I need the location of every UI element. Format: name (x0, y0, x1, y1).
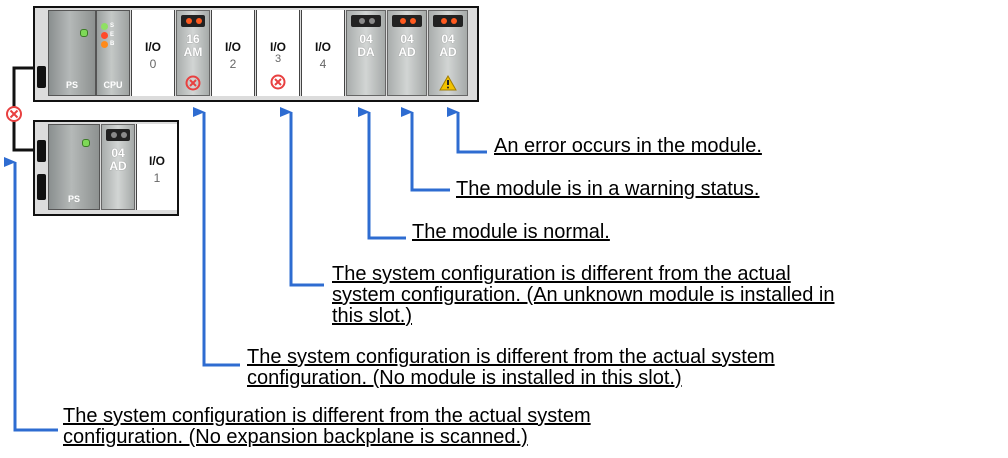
slot-2-num: 2 (229, 57, 237, 71)
slot-0-io: I/O (144, 40, 161, 54)
arrow-error (447, 107, 487, 154)
cpu-led-b-label: B (110, 41, 115, 47)
status-led-bar (181, 15, 205, 27)
callout-no-backplane: The system configuration is different fr… (63, 406, 591, 448)
error-x-icon (6, 106, 22, 122)
slot-6-code2: AD (398, 45, 416, 59)
cpu-led-e-label: E (110, 32, 115, 38)
error-x-icon (185, 75, 201, 91)
cpu-led-s (101, 23, 108, 30)
callout-error: An error occurs in the module. (494, 135, 762, 157)
callout-no-backplane-line-2: configuration. (No expansion backplane i… (63, 426, 528, 448)
expansion-slot-0-module[interactable]: 04 AD (101, 124, 135, 210)
power-supply-module[interactable]: PS (48, 10, 96, 96)
expansion-slot-1[interactable]: I/O 1 (136, 124, 177, 210)
status-led-bar (433, 15, 463, 27)
callout-unknown-module-line-1: The system configuration is different fr… (332, 263, 791, 285)
slot-3-io: I/O (269, 40, 286, 54)
slot-0[interactable]: I/O 0 (131, 10, 175, 96)
arrow-no-backplane (4, 157, 58, 432)
callout-normal: The module is normal. (412, 221, 610, 243)
expansion-power-supply[interactable]: PS (48, 124, 100, 210)
status-led-bar (106, 129, 130, 141)
slot-6-module[interactable]: 04 AD (387, 10, 427, 96)
slot-7-code2: AD (439, 45, 457, 59)
power-led (82, 139, 90, 147)
callout-warning: The module is in a warning status. (456, 178, 760, 200)
slot-5-code2: DA (357, 45, 375, 59)
status-led-bar (392, 15, 422, 27)
warning-icon (439, 75, 457, 91)
slot-3-num: 3 (274, 53, 282, 65)
cpu-led-s-label: S (110, 23, 115, 29)
power-led (80, 29, 88, 37)
rack-connector (37, 140, 46, 162)
slot-2-io: I/O (224, 40, 241, 54)
expansion-ps-label: PS (67, 194, 80, 204)
slot-1-module[interactable]: 16 AM (176, 10, 210, 96)
arrow-no-module (193, 107, 240, 367)
slot-4-num: 4 (319, 57, 327, 71)
slot-3[interactable]: I/O 3 (256, 10, 300, 96)
main-backplane: PS S E B CPU I/O 0 16 AM I/O 2 I/O 3 (33, 6, 479, 102)
slot-1-code2: AM (183, 45, 203, 59)
slot-7-code: 04 (441, 32, 455, 46)
callout-no-module: The system configuration is different fr… (247, 347, 775, 389)
slot-6-code: 04 (400, 32, 414, 46)
expansion-slot-0-code: 04 (111, 146, 125, 160)
cpu-module[interactable]: S E B CPU (96, 10, 130, 96)
expansion-slot-1-io: I/O (148, 154, 165, 168)
slot-2[interactable]: I/O 2 (211, 10, 255, 96)
cpu-led-e (101, 32, 108, 39)
slot-5-module[interactable]: 04 DA (346, 10, 386, 96)
callout-unknown-module-line-2: system configuration. (An unknown module… (332, 284, 835, 306)
rack-connector (37, 66, 46, 88)
slot-7-module[interactable]: 04 AD (428, 10, 468, 96)
error-x-icon (270, 74, 286, 90)
callout-no-backplane-line-1: The system configuration is different fr… (63, 405, 591, 427)
slot-4[interactable]: I/O 4 (301, 10, 345, 96)
slot-0-num: 0 (149, 57, 157, 71)
expansion-slot-0-code2: AD (109, 159, 127, 173)
callout-unknown-module-line-3: this slot.) (332, 305, 413, 327)
cpu-led-b (101, 41, 108, 48)
arrow-normal (358, 107, 406, 240)
expansion-slot-1-num: 1 (153, 171, 161, 185)
ps-label: PS (65, 80, 78, 90)
rack-connector (37, 174, 46, 200)
slot-1-code: 16 (186, 32, 200, 46)
slot-5-code: 04 (359, 32, 373, 46)
expansion-backplane: PS 04 AD I/O 1 (33, 120, 179, 216)
slot-4-io: I/O (314, 40, 331, 54)
arrow-warning (401, 107, 450, 192)
status-led-bar (351, 15, 381, 27)
callout-unknown-module: The system configuration is different fr… (332, 264, 834, 327)
cpu-label: CPU (103, 80, 123, 90)
callout-no-module-line-2: configuration. (No module is installed i… (247, 367, 682, 389)
arrow-unknown-module (280, 107, 324, 287)
callout-no-module-line-1: The system configuration is different fr… (247, 346, 775, 368)
